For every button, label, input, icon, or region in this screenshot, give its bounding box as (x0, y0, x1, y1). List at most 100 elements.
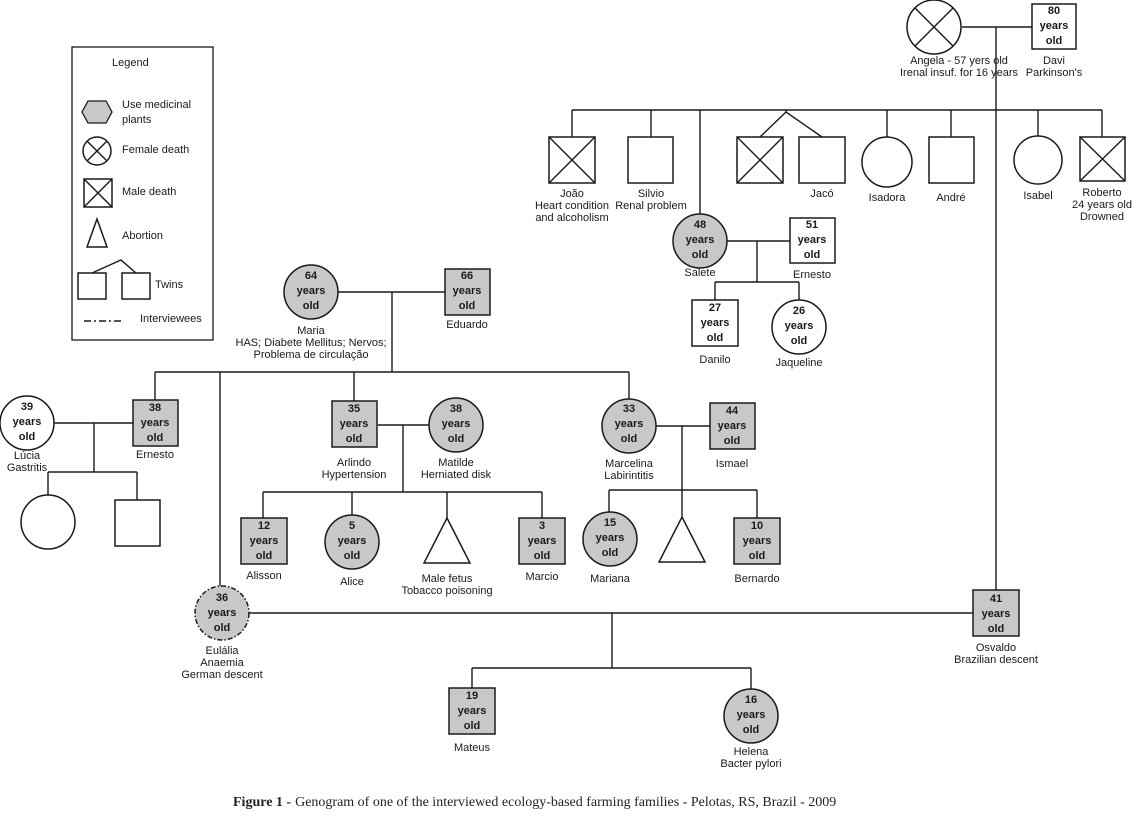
person-matilde (428, 397, 484, 453)
age-label-alice-line: years (338, 535, 367, 547)
person-bernardo (733, 517, 781, 565)
name-label-matilde-line: Herniated disk (421, 469, 492, 481)
person-arlindo (331, 400, 378, 448)
age-label-eduardo-line: old (459, 300, 476, 312)
person-danilo (691, 299, 739, 347)
name-label-andre: André (936, 192, 965, 204)
age-label-salete-line: old (692, 249, 709, 261)
name-label-jaqueline: Jaqueline (775, 357, 822, 369)
name-label-marcelina-line: Marcelina (605, 458, 654, 470)
legend-item-female-death: Female death (122, 144, 189, 156)
name-label-andre-line: André (936, 192, 965, 204)
age-label-eulalia-line: years (208, 607, 237, 619)
name-label-lucia-line: Gastritis (7, 462, 48, 474)
name-label-isabel: Isabel (1023, 190, 1052, 202)
age-label-alisson-line: 12 (258, 520, 270, 532)
age-label-mariana-line: 15 (604, 517, 616, 529)
age-label-marcio-line: 3 (539, 520, 545, 532)
age-label-danilo-line: old (707, 332, 724, 344)
relationship-lines (47, 26, 1103, 689)
name-label-arlindo-line: Hypertension (322, 469, 387, 481)
person-maria (283, 264, 339, 320)
person-male-fetus (422, 516, 472, 564)
name-label-isabel-line: Isabel (1023, 190, 1052, 202)
name-label-joao-line: and alcoholism (535, 212, 608, 224)
triangle-icon (85, 216, 109, 248)
person-marcio (518, 517, 566, 565)
age-label-lucia-line: old (19, 431, 36, 443)
name-label-eduardo-line: Eduardo (446, 319, 488, 331)
person-isabel (1013, 135, 1063, 185)
age-label-lucia: 39 years old (13, 401, 42, 443)
name-label-fetus-line: Tobacco poisoning (401, 585, 492, 597)
age-label-bernardo-line: years (743, 535, 772, 547)
age-label-helena-line: 16 (745, 694, 757, 706)
name-label-bernardo: Bernardo (734, 573, 779, 585)
name-label-maria-line: HAS; Diabete Mellitus; Nervos; (236, 337, 387, 349)
name-label-ernesto-line: Ernesto (136, 449, 174, 461)
age-label-lucia-line: years (13, 416, 42, 428)
person-jaco (798, 136, 846, 184)
age-label-maria-line: old (303, 300, 320, 312)
age-label-osvaldo-line: years (982, 608, 1011, 620)
name-label-osvaldo-line: Osvaldo (976, 642, 1016, 654)
name-label-maria-line: Problema de circulação (254, 349, 369, 361)
age-label-mariana-line: years (596, 532, 625, 544)
person-helena (723, 688, 779, 744)
age-label-osvaldo-line: 41 (990, 593, 1002, 605)
name-label-roberto-line: 24 years old (1072, 199, 1132, 211)
name-label-mateus-line: Mateus (454, 742, 491, 754)
name-label-salete-line: Salete (684, 267, 715, 279)
name-label-ismael: Ismael (716, 458, 748, 470)
age-label-danilo-line: 27 (709, 302, 721, 314)
name-label-marcelina-line: Labirintitis (604, 470, 654, 482)
gray-hexagon-icon (81, 100, 113, 124)
person-silvio (627, 136, 674, 184)
name-label-jaqueline-line: Jaqueline (775, 357, 822, 369)
age-label-mateus-line: years (458, 705, 487, 717)
age-label-mateus-line: 19 (466, 690, 478, 702)
age-label-ernesto-line: 38 (149, 402, 161, 414)
name-label-davi-line: Parkinson's (1026, 67, 1083, 79)
age-label-lucia-line: 39 (21, 401, 33, 413)
caption-text: Genogram of one of the interviewed ecolo… (295, 795, 836, 810)
name-label-marcio-line: Marcio (525, 571, 558, 583)
person-marcelina (601, 398, 657, 454)
age-label-jaqueline-line: old (791, 335, 808, 347)
name-label-eulalia-line: Eulália (205, 645, 239, 657)
name-label-angela-line: Irenal insuf. for 16 years (900, 67, 1019, 79)
crossed-circle-icon (82, 136, 112, 166)
name-label-salete: Salete (684, 267, 715, 279)
person-joao (548, 136, 596, 184)
age-label-ismael-line: 44 (726, 405, 739, 417)
name-label-fetus-line: Male fetus (422, 573, 473, 585)
name-label-matilde-line: Matilde (438, 457, 473, 469)
person-lucia-child-son (114, 499, 161, 547)
age-label-mariana-line: old (602, 547, 619, 559)
name-label-joao-line: João (560, 188, 584, 200)
age-label-davi-line: old (1046, 35, 1063, 47)
name-label-roberto-line: Roberto (1082, 187, 1121, 199)
legend-medicinal-line2: plants (122, 114, 152, 126)
age-label-arlindo-line: old (346, 433, 363, 445)
name-label-maria-line: Maria (297, 325, 325, 337)
age-label-ismael-line: old (724, 435, 741, 447)
age-label-danilo-line: years (701, 317, 730, 329)
name-label-mariana-line: Mariana (590, 573, 631, 585)
